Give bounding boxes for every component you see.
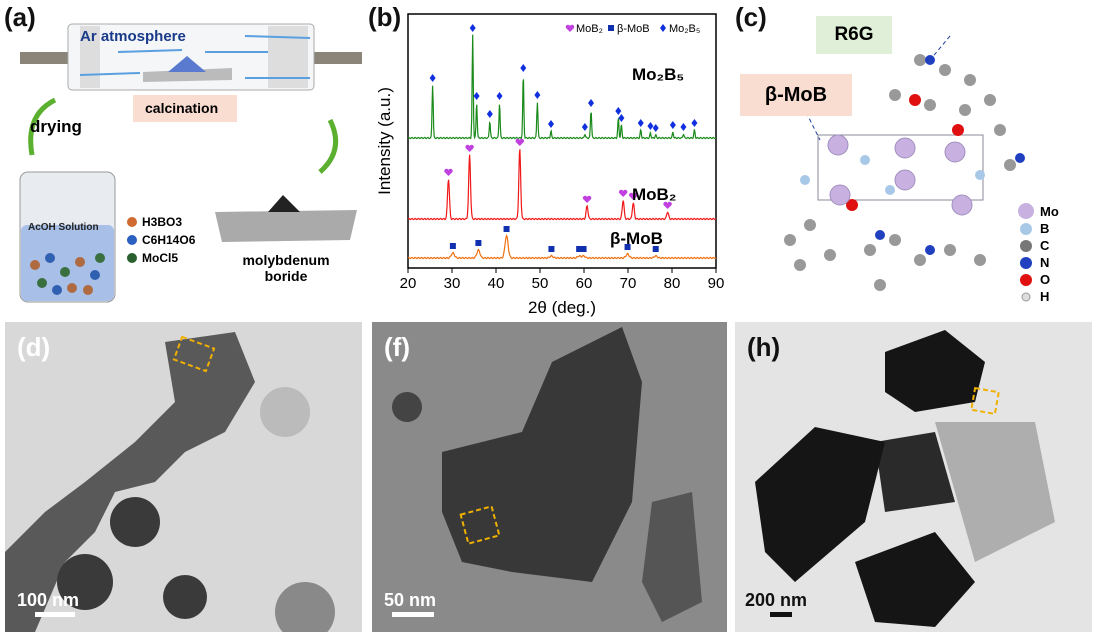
r6g-label: R6G [816,16,892,54]
mob-marker [652,246,659,252]
mo2b5-marker [615,107,622,115]
mob-marker [503,226,510,232]
series-line-0 [407,34,717,140]
mo2b5-marker [496,92,503,100]
x-axis-label: 2θ (deg.) [528,298,596,317]
mob-marker [449,243,456,249]
x-tick-label: 90 [708,275,725,292]
tem-image-d: (d) 100 nm [5,322,362,632]
series-line-1 [407,149,717,221]
mob2-marker [565,24,575,32]
tube-end-right [312,52,362,64]
mo2b5-marker [660,24,666,32]
scale-bar-f [392,612,434,617]
mob2-marker [465,144,474,152]
unit-cell [817,134,984,201]
r6g-molecule [784,54,1016,291]
mo2b5-marker [520,64,527,72]
mob2-marker [663,201,672,209]
x-tick-label: 60 [576,275,593,292]
x-tick-label: 30 [444,275,461,292]
particles [30,217,137,295]
reagent-h3bo3: H3BO3 [142,215,183,229]
ar-atmosphere-label: Ar atmosphere [80,28,186,45]
tube-end-left [20,52,70,64]
series-label: Mo₂B₅ [632,65,684,84]
solution-label: AcOH Solution [28,222,99,233]
mob2-marker [515,138,524,146]
mo2b5-marker [588,99,595,107]
mo2b5-marker [669,121,676,129]
reagent-mocl5: MoCl5 [142,251,178,265]
mo2b5-marker [581,123,588,131]
scale-label-h: 200 nm [745,590,808,610]
mo2b5-marker [473,92,480,100]
mo2b5-marker [534,91,541,99]
product-arrow [318,118,339,174]
mo2b5-marker [469,24,476,32]
mo2b5-marker [548,120,554,128]
x-tick-label: 20 [400,275,417,292]
plot-frame [407,13,717,269]
mob-marker [580,246,587,252]
scale-bar-h [770,612,792,617]
mob-marker [576,246,583,252]
x-tick-label: 80 [664,275,681,292]
mob-marker [475,240,482,246]
mob-marker [548,246,555,252]
mo2b5-marker [486,110,493,118]
mo2b5-marker [647,122,654,130]
mob2-marker [618,189,628,197]
mob2-marker [582,195,592,203]
mob-marker [608,25,614,31]
scale-label-d: 100 nm [17,590,80,610]
mo2b5-marker [652,124,659,132]
legend-mob2: MoB₂ [576,23,603,35]
mo2b5-marker [680,123,687,131]
y-axis-label: Intensity (a.u.) [375,87,394,195]
synthesis-schematic [19,23,362,303]
calcination-box [133,95,237,122]
drying-label: drying [30,117,82,136]
panel-b-label: (b) [368,2,402,32]
x-tick-label: 40 [488,275,505,292]
mob2-marker [629,192,638,200]
mo2b5-marker [691,119,698,127]
legend-atoms [1018,203,1034,302]
legend-mob: β-MoB [617,23,650,35]
reagent-c6h14o6: C6H14O6 [142,233,196,247]
series-label: β-MoB [610,229,663,248]
mo2b5-marker [618,114,625,122]
x-tick-label: 50 [532,275,549,292]
scale-bar-d [35,612,75,617]
mo2b5-marker [637,119,644,127]
drying-arrow [28,97,57,156]
calcination-label: calcination [145,100,219,116]
boat [215,210,357,242]
panel-a-label: (a) [4,2,36,32]
series-label: MoB₂ [632,185,676,204]
panel-h-label: (h) [747,332,781,362]
xrd-chart: 20 30 40 50 60 70 80 90 2θ (deg.) Intensity (a.u.… [375,13,725,317]
molecular-model [784,35,1034,302]
scale-label-f: 50 nm [384,590,437,610]
mo-atoms [827,134,973,216]
panel-d-label: (d) [17,332,51,362]
tem-image-h: (h) 200 nm [735,322,1092,632]
legend-mo2b5: Mo₂B₅ [669,23,700,35]
series-line-2 [407,234,717,260]
mo2b5-marker [429,74,436,82]
mob-label: β-MoB [740,74,852,116]
panel-f-label: (f) [384,332,410,362]
mob2-marker [444,168,453,176]
x-tick-label: 70 [620,275,637,292]
mob-marker [624,244,631,250]
tem-image-f: (f) 50 nm [372,322,727,632]
panel-c-label: (c) [735,2,767,32]
